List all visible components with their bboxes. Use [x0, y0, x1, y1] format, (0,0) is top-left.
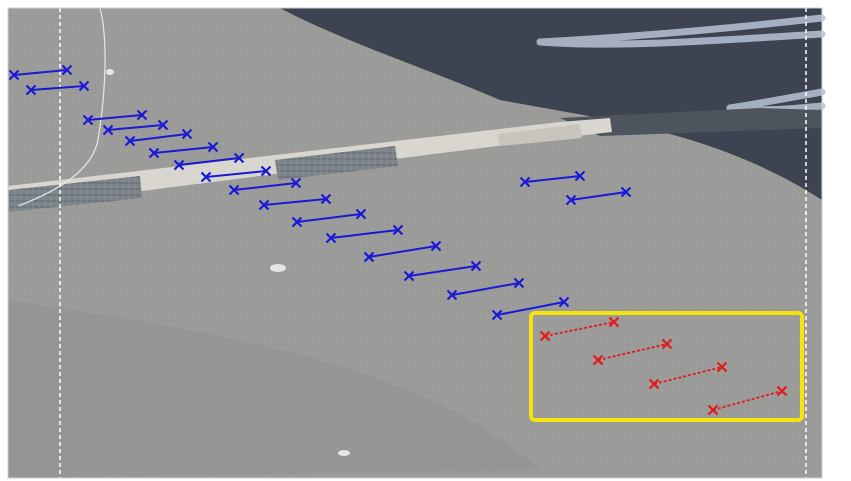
blue-pair-line-11	[296, 213, 362, 223]
blue-pair-start-marker-1	[8, 69, 20, 81]
drain-grate-middle	[275, 146, 398, 180]
guide-lines	[59, 8, 807, 478]
blue-pair-end-marker-11	[355, 208, 367, 220]
blue-pair-line-16	[496, 301, 565, 316]
drain-grate-left	[8, 176, 142, 212]
blue-pair-start-marker-14	[403, 270, 415, 282]
blue-pair-start-marker-10	[258, 199, 270, 211]
blue-pair-end-marker-7	[233, 152, 245, 164]
red-pair-start-marker-3	[648, 378, 660, 390]
blue-pair-line-13	[368, 245, 437, 258]
blue-pair-start-marker-15	[446, 289, 458, 301]
blue-pair-start-marker-17	[519, 176, 531, 188]
red-pair-start-marker-1	[539, 330, 551, 342]
blue-pair-end-marker-18	[620, 186, 632, 198]
red-pair-line-4	[712, 390, 783, 411]
blue-pair-end-marker-13	[430, 240, 442, 252]
blue-pair-line-4	[107, 124, 164, 131]
blue-pair-end-marker-5	[181, 128, 193, 140]
blue-pair-start-marker-11	[291, 216, 303, 228]
blue-pair-line-17	[524, 175, 581, 183]
blue-pair-line-14	[408, 265, 477, 277]
image-border	[7, 7, 823, 479]
blue-pair-line-3	[87, 114, 143, 121]
red-pair-line-3	[653, 366, 723, 385]
blue-pair-line-12	[330, 229, 399, 239]
red-pair-line-1	[544, 321, 615, 337]
blue-pair-line-15	[451, 282, 520, 296]
blue-pair-line-9	[233, 182, 297, 191]
red-pair-start-marker-2	[592, 354, 604, 366]
red-pair-end-marker-2	[661, 338, 673, 350]
blue-pair-start-marker-5	[124, 135, 136, 147]
blue-pair-group	[8, 64, 632, 321]
blue-pair-line-1	[13, 69, 68, 76]
asphalt-darker-patch	[8, 300, 540, 478]
red-pair-line-2	[597, 343, 668, 361]
blue-pair-end-marker-12	[392, 224, 404, 236]
building-shadow	[280, 8, 822, 200]
highlight-box	[529, 311, 804, 422]
blue-pair-end-marker-3	[136, 109, 148, 121]
blue-pair-start-marker-8	[200, 171, 212, 183]
blue-pair-end-marker-16	[558, 296, 570, 308]
blue-pair-line-18	[570, 191, 627, 201]
blue-pair-start-marker-6	[148, 147, 160, 159]
blue-pair-start-marker-7	[173, 159, 185, 171]
curb-shadow	[560, 108, 822, 136]
blue-pair-start-marker-9	[228, 184, 240, 196]
blue-pair-end-marker-2	[78, 80, 90, 92]
red-pair-group	[539, 316, 788, 416]
blue-pair-end-marker-10	[320, 193, 332, 205]
blue-pair-end-marker-6	[207, 141, 219, 153]
blue-pair-end-marker-9	[290, 177, 302, 189]
red-pair-end-marker-3	[716, 361, 728, 373]
blue-pair-start-marker-4	[102, 124, 114, 136]
red-pair-end-marker-1	[608, 316, 620, 328]
red-pair-start-marker-4	[707, 404, 719, 416]
blue-pair-start-marker-16	[491, 309, 503, 321]
blue-pair-start-marker-13	[363, 251, 375, 263]
blue-pair-start-marker-3	[82, 114, 94, 126]
blue-pair-start-marker-2	[25, 84, 37, 96]
blue-pair-line-7	[178, 157, 240, 166]
blue-pair-line-8	[205, 170, 267, 178]
blue-pair-end-marker-17	[574, 170, 586, 182]
blue-pair-line-10	[263, 198, 327, 206]
blue-pair-end-marker-14	[470, 260, 482, 272]
blue-pair-line-2	[30, 85, 85, 91]
blue-pair-end-marker-1	[61, 64, 73, 76]
blue-pair-end-marker-15	[513, 277, 525, 289]
blue-pair-end-marker-4	[157, 119, 169, 131]
sidewalk-curb-strip	[8, 118, 612, 212]
debris-spots	[106, 69, 350, 456]
blue-pair-start-marker-12	[325, 232, 337, 244]
wire-cable	[17, 7, 106, 207]
blue-pair-start-marker-18	[565, 194, 577, 206]
blue-pair-line-5	[129, 133, 188, 142]
red-pair-end-marker-4	[776, 385, 788, 397]
blue-pair-line-6	[153, 146, 214, 154]
blue-pair-end-marker-8	[260, 165, 272, 177]
